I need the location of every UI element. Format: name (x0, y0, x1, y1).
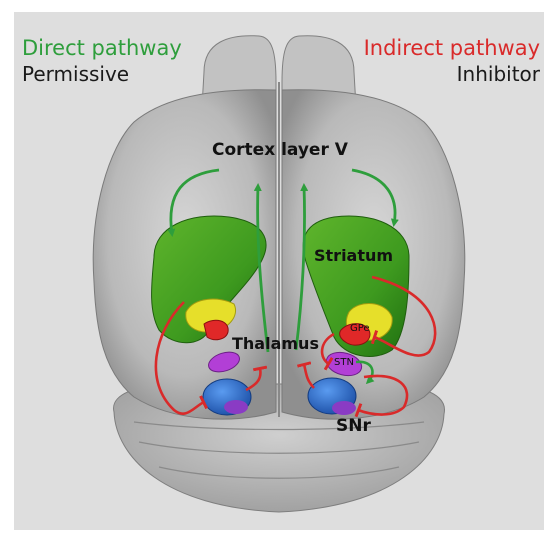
basal-ganglia-figure: Direct pathway Permissive Indirect pathw… (14, 12, 544, 530)
label-cortex: Cortex layer V (212, 140, 348, 160)
brain-diagram (14, 12, 544, 530)
label-gpe: GPe (350, 323, 370, 334)
label-snr: SNr (336, 416, 371, 436)
legend-indirect-title: Indirect pathway (364, 36, 540, 60)
label-thalamus: Thalamus (232, 334, 319, 353)
gpe-left (204, 320, 228, 339)
legend-direct-title: Direct pathway (22, 36, 182, 60)
label-stn: STN (334, 357, 354, 368)
legend-direct-subtitle: Permissive (22, 62, 129, 86)
legend-indirect-subtitle: Inhibitor (457, 62, 540, 86)
label-striatum: Striatum (314, 246, 393, 265)
